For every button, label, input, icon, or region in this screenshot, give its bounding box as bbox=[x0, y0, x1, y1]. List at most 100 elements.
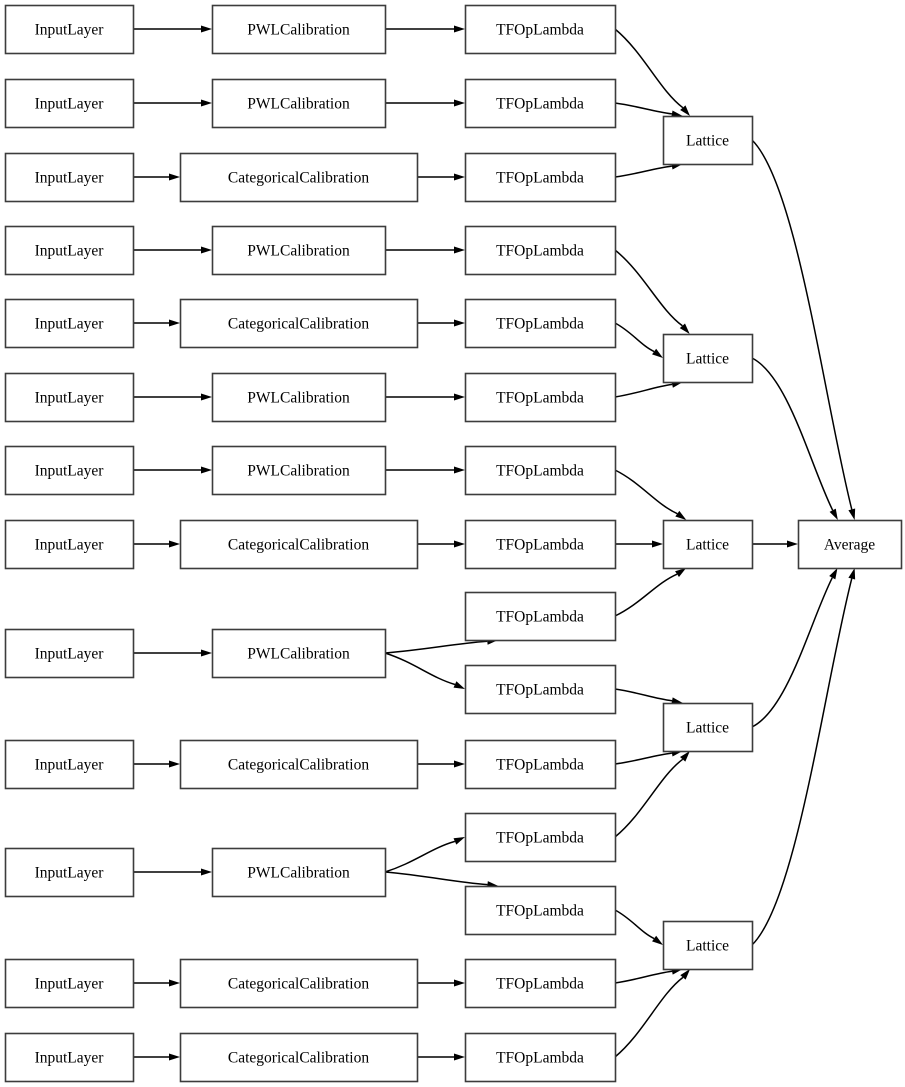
node-box[interactable] bbox=[211, 78, 387, 129]
node-tfop-lambda-op11[interactable]: TFOpLambda bbox=[464, 739, 617, 790]
node-pwlcalibration-cal9[interactable]: PWLCalibration bbox=[211, 628, 387, 679]
node-box[interactable] bbox=[464, 225, 617, 276]
node-box[interactable] bbox=[4, 739, 135, 790]
node-box[interactable] bbox=[464, 445, 617, 496]
node-box[interactable] bbox=[179, 739, 419, 790]
node-box[interactable] bbox=[4, 152, 135, 203]
node-input-layer-in13[interactable]: InputLayer bbox=[4, 1032, 135, 1083]
node-box[interactable] bbox=[4, 78, 135, 129]
node-box[interactable] bbox=[464, 958, 617, 1009]
node-categorical-calibration-cal8[interactable]: CategoricalCalibration bbox=[179, 519, 419, 570]
node-tfop-lambda-op4[interactable]: TFOpLambda bbox=[464, 225, 617, 276]
node-pwlcalibration-cal7[interactable]: PWLCalibration bbox=[211, 445, 387, 496]
edge-input-layer-to-pwlcalibration bbox=[133, 25, 212, 33]
node-input-layer-in7[interactable]: InputLayer bbox=[4, 445, 135, 496]
node-box[interactable] bbox=[662, 702, 754, 753]
node-tfop-lambda-op5[interactable]: TFOpLambda bbox=[464, 298, 617, 349]
node-input-layer-in5[interactable]: InputLayer bbox=[4, 298, 135, 349]
node-box[interactable] bbox=[211, 445, 387, 496]
node-box[interactable] bbox=[464, 812, 617, 863]
node-categorical-calibration-cal3[interactable]: CategoricalCalibration bbox=[179, 152, 419, 203]
node-box[interactable] bbox=[464, 78, 617, 129]
node-tfop-lambda-op13[interactable]: TFOpLambda bbox=[464, 885, 617, 936]
node-input-layer-in1[interactable]: InputLayer bbox=[4, 4, 135, 55]
node-lattice-lat4[interactable]: Lattice bbox=[662, 702, 754, 753]
node-input-layer-in6[interactable]: InputLayer bbox=[4, 372, 135, 423]
node-categorical-calibration-cal12[interactable]: CategoricalCalibration bbox=[179, 958, 419, 1009]
node-tfop-lambda-op12[interactable]: TFOpLambda bbox=[464, 812, 617, 863]
arrowhead-icon bbox=[671, 697, 683, 705]
node-box[interactable] bbox=[4, 445, 135, 496]
node-box[interactable] bbox=[464, 298, 617, 349]
node-lattice-lat1[interactable]: Lattice bbox=[662, 115, 754, 166]
node-tfop-lambda-op14[interactable]: TFOpLambda bbox=[464, 958, 617, 1009]
node-tfop-lambda-op2[interactable]: TFOpLambda bbox=[464, 78, 617, 129]
node-tfop-lambda-op9[interactable]: TFOpLambda bbox=[464, 591, 617, 642]
node-box[interactable] bbox=[4, 628, 135, 679]
node-box[interactable] bbox=[662, 920, 754, 971]
node-box[interactable] bbox=[179, 152, 419, 203]
node-input-layer-in12[interactable]: InputLayer bbox=[4, 958, 135, 1009]
edge-line bbox=[614, 102, 672, 115]
node-tfop-lambda-op8[interactable]: TFOpLambda bbox=[464, 519, 617, 570]
node-box[interactable] bbox=[4, 298, 135, 349]
node-box[interactable] bbox=[662, 115, 754, 166]
node-categorical-calibration-cal5[interactable]: CategoricalCalibration bbox=[179, 298, 419, 349]
node-lattice-lat5[interactable]: Lattice bbox=[662, 920, 754, 971]
node-pwlcalibration-cal1[interactable]: PWLCalibration bbox=[211, 4, 387, 55]
node-box[interactable] bbox=[464, 519, 617, 570]
node-pwlcalibration-cal2[interactable]: PWLCalibration bbox=[211, 78, 387, 129]
node-input-layer-in8[interactable]: InputLayer bbox=[4, 519, 135, 570]
node-box[interactable] bbox=[464, 739, 617, 790]
node-box[interactable] bbox=[4, 372, 135, 423]
node-box[interactable] bbox=[4, 519, 135, 570]
node-box[interactable] bbox=[4, 4, 135, 55]
node-lattice-lat2[interactable]: Lattice bbox=[662, 333, 754, 384]
node-box[interactable] bbox=[464, 885, 617, 936]
node-box[interactable] bbox=[4, 225, 135, 276]
node-box[interactable] bbox=[179, 958, 419, 1009]
node-categorical-calibration-cal13[interactable]: CategoricalCalibration bbox=[179, 1032, 419, 1083]
node-box[interactable] bbox=[464, 152, 617, 203]
node-box[interactable] bbox=[4, 1032, 135, 1083]
node-tfop-lambda-op3[interactable]: TFOpLambda bbox=[464, 152, 617, 203]
node-input-layer-in4[interactable]: InputLayer bbox=[4, 225, 135, 276]
node-box[interactable] bbox=[464, 1032, 617, 1083]
node-box[interactable] bbox=[179, 1032, 419, 1083]
node-box[interactable] bbox=[211, 847, 387, 898]
node-tfop-lambda-op6[interactable]: TFOpLambda bbox=[464, 372, 617, 423]
edge-line bbox=[614, 573, 678, 617]
node-box[interactable] bbox=[4, 958, 135, 1009]
node-input-layer-in2[interactable]: InputLayer bbox=[4, 78, 135, 129]
node-pwlcalibration-cal11[interactable]: PWLCalibration bbox=[211, 847, 387, 898]
node-tfop-lambda-op1[interactable]: TFOpLambda bbox=[464, 4, 617, 55]
node-box[interactable] bbox=[179, 519, 419, 570]
node-pwlcalibration-cal4[interactable]: PWLCalibration bbox=[211, 225, 387, 276]
node-input-layer-in3[interactable]: InputLayer bbox=[4, 152, 135, 203]
node-box[interactable] bbox=[464, 664, 617, 715]
node-categorical-calibration-cal10[interactable]: CategoricalCalibration bbox=[179, 739, 419, 790]
node-input-layer-in11[interactable]: InputLayer bbox=[4, 847, 135, 898]
node-tfop-lambda-op7[interactable]: TFOpLambda bbox=[464, 445, 617, 496]
node-tfop-lambda-op15[interactable]: TFOpLambda bbox=[464, 1032, 617, 1083]
node-average-avg[interactable]: Average bbox=[797, 519, 903, 570]
node-pwlcalibration-cal6[interactable]: PWLCalibration bbox=[211, 372, 387, 423]
node-box[interactable] bbox=[464, 591, 617, 642]
node-input-layer-in10[interactable]: InputLayer bbox=[4, 739, 135, 790]
node-tfop-lambda-op10[interactable]: TFOpLambda bbox=[464, 664, 617, 715]
node-box[interactable] bbox=[662, 333, 754, 384]
arrowhead-icon bbox=[675, 568, 687, 578]
node-input-layer-in9[interactable]: InputLayer bbox=[4, 628, 135, 679]
node-box[interactable] bbox=[211, 628, 387, 679]
node-box[interactable] bbox=[4, 847, 135, 898]
arrowhead-icon bbox=[201, 246, 212, 254]
node-box[interactable] bbox=[464, 372, 617, 423]
node-box[interactable] bbox=[179, 298, 419, 349]
node-box[interactable] bbox=[797, 519, 903, 570]
node-box[interactable] bbox=[211, 4, 387, 55]
node-box[interactable] bbox=[464, 4, 617, 55]
node-lattice-lat3[interactable]: Lattice bbox=[662, 519, 754, 570]
node-box[interactable] bbox=[211, 225, 387, 276]
node-box[interactable] bbox=[211, 372, 387, 423]
node-box[interactable] bbox=[662, 519, 754, 570]
